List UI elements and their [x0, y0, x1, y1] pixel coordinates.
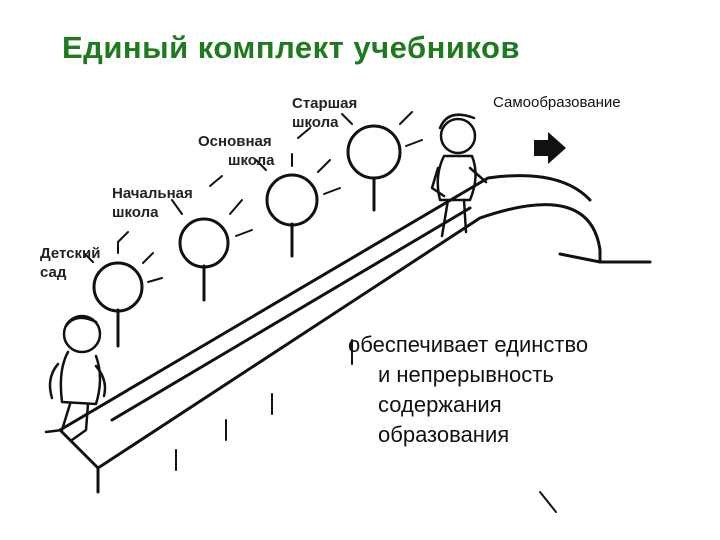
stage-label-line: Детский: [40, 244, 100, 263]
stage-label-primary: Начальная школа: [112, 184, 193, 222]
caption-line: содержания: [348, 390, 708, 420]
stage-label-line: школа: [198, 151, 274, 170]
stage-label-basic: Основная школа: [198, 132, 274, 170]
stage-label-kindergarten: Детский сад: [40, 244, 100, 282]
caption-line: и непрерывность: [348, 360, 708, 390]
arrow-right-icon: [534, 132, 566, 164]
stage-label-line: сад: [40, 263, 100, 282]
caption-line: образования: [348, 420, 708, 450]
self-education-label: Самообразование: [493, 94, 621, 111]
stage-label-line: Старшая: [292, 94, 357, 113]
caption-text: обеспечивает единство и непрерывность со…: [348, 330, 708, 450]
stage-label-line: школа: [112, 203, 193, 222]
caption-line: обеспечивает единство: [348, 330, 708, 360]
stage-label-senior: Старшая школа: [292, 94, 357, 132]
stage-label-line: школа: [292, 113, 357, 132]
stage-label-line: Начальная: [112, 184, 193, 203]
stage-label-line: Основная: [198, 132, 274, 151]
